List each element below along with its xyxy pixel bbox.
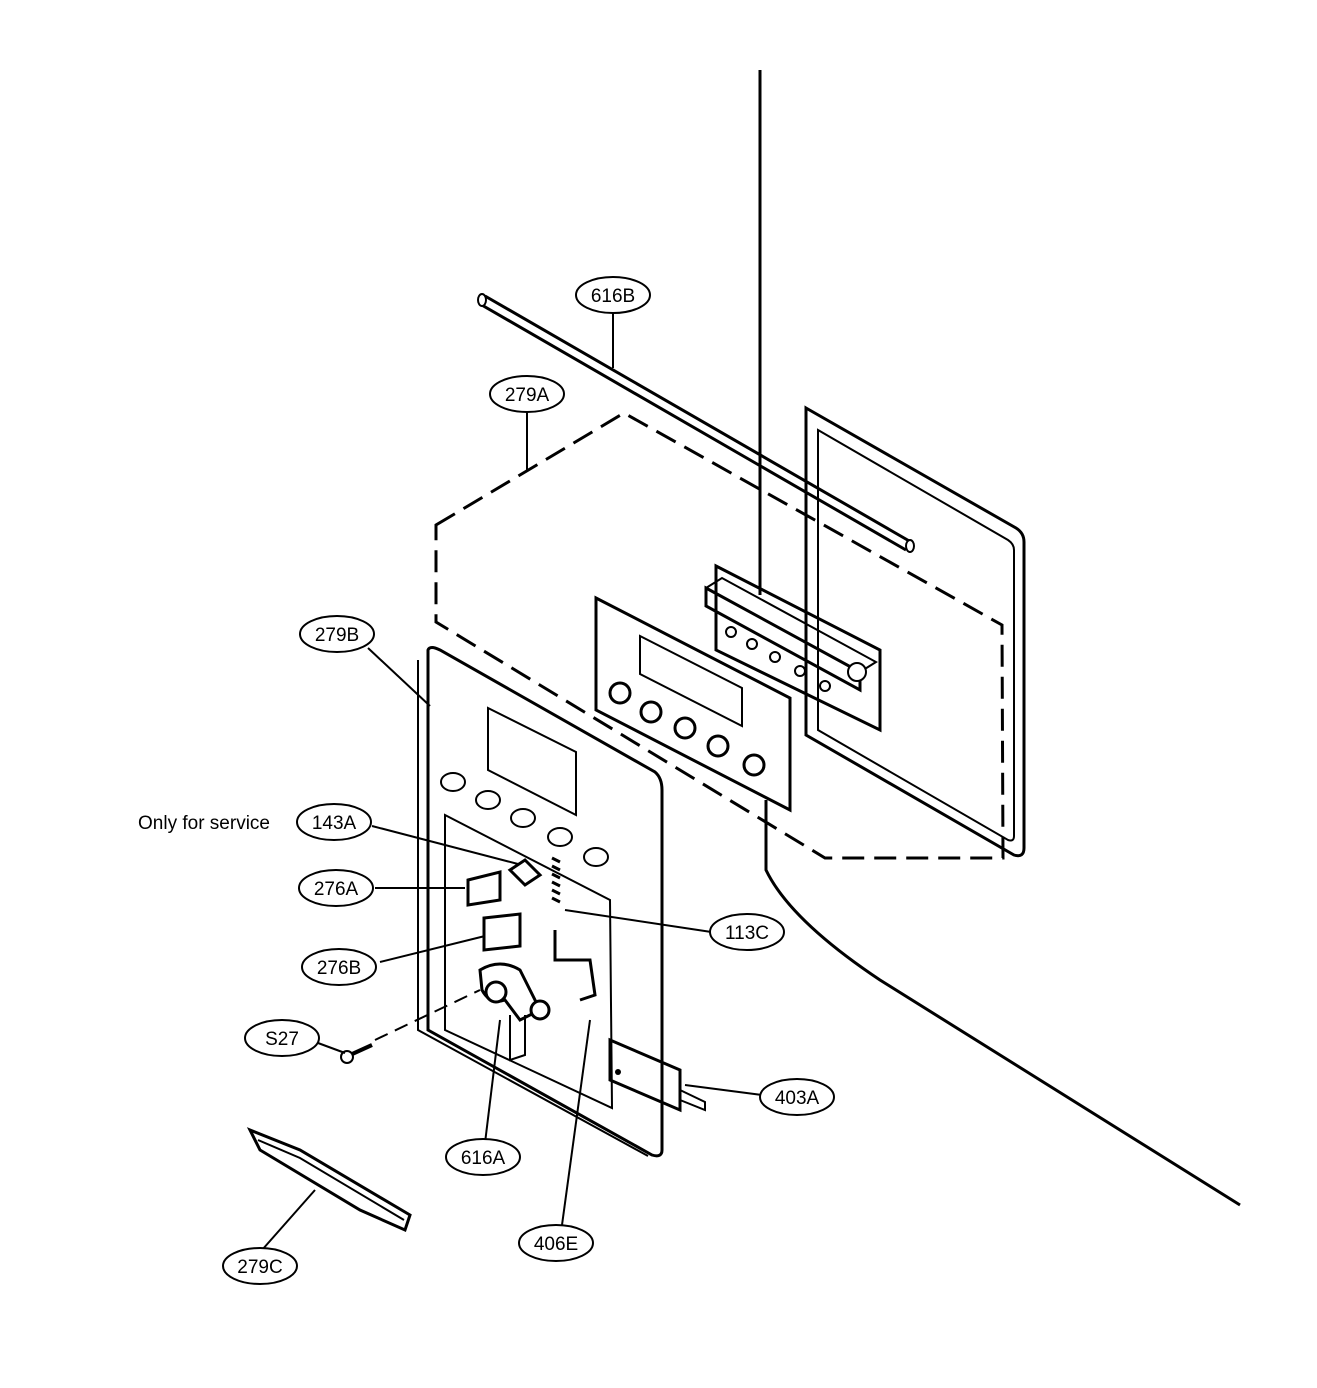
callout-279a-text: 279A	[505, 385, 550, 406]
callout-113c-text: 113C	[725, 923, 769, 944]
dashed-outline-279a	[434, 411, 1005, 860]
screw-s27	[340, 1043, 373, 1064]
pcb-switch-board	[704, 563, 882, 733]
callout-113c: 113C	[709, 913, 785, 951]
door-outline	[758, 70, 1241, 1207]
callout-616b-text: 616B	[591, 286, 635, 307]
callout-143a-text: 143A	[312, 813, 357, 834]
callout-616b: 616B	[575, 276, 651, 314]
callout-279a: 279A	[489, 375, 565, 413]
spring-113c	[551, 856, 561, 904]
callout-276a: 276A	[298, 869, 374, 907]
callout-616a-text: 616A	[461, 1148, 506, 1169]
part-276a	[466, 870, 502, 907]
part-276b	[482, 912, 522, 952]
front-panel-279b	[417, 646, 664, 1158]
callout-279b: 279B	[299, 615, 375, 653]
service-note: Only for service	[138, 813, 270, 834]
leader-lines	[261, 313, 763, 1251]
callout-279b-text: 279B	[315, 625, 359, 646]
tube-616b	[477, 293, 915, 553]
display-board	[594, 595, 792, 813]
callout-276b: 276B	[301, 948, 377, 986]
callout-403a-text: 403A	[775, 1088, 820, 1109]
back-panel	[804, 405, 1026, 858]
callout-279c: 279C	[222, 1247, 298, 1285]
lever-assembly	[478, 962, 551, 1062]
switch-403a	[608, 1037, 706, 1113]
callout-143a: 143A	[296, 803, 372, 841]
part-143a	[507, 858, 543, 887]
callout-406e: 406E	[518, 1224, 594, 1262]
callout-s27-text: S27	[265, 1029, 299, 1050]
callout-276b-text: 276B	[317, 958, 361, 979]
callout-279c-text: 279C	[237, 1257, 282, 1278]
callout-s27: S27	[244, 1019, 320, 1057]
callout-406e-text: 406E	[534, 1234, 578, 1255]
cover-279c	[246, 1127, 412, 1233]
callout-403a: 403A	[759, 1078, 835, 1116]
callout-276a-text: 276A	[314, 879, 359, 900]
callout-616a: 616A	[445, 1138, 521, 1176]
rod-406e	[553, 930, 597, 1002]
